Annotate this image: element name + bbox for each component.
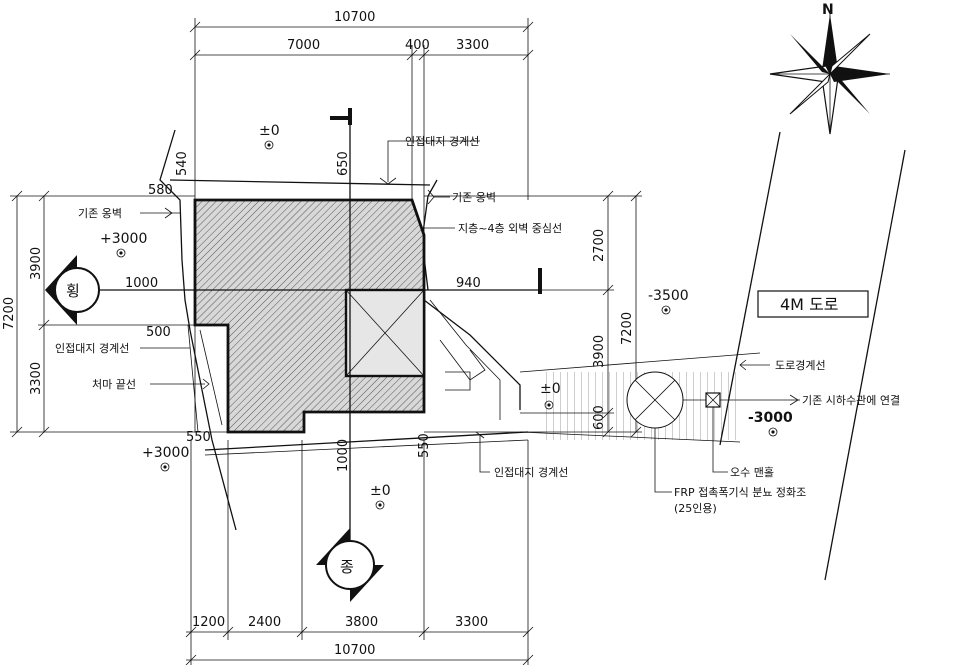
dim-left-upper: 3900: [29, 247, 44, 280]
label-existing-wall-left: 기존 옹벽: [78, 207, 122, 220]
dim-550-left: 550: [186, 430, 211, 445]
dim-top-a: 7000: [287, 38, 320, 53]
dim-left-total: 7200: [2, 297, 17, 330]
level-markers: [116, 140, 778, 510]
dim-top-total: 10700: [334, 10, 375, 25]
dim-500: 500: [146, 325, 171, 340]
dim-bottom-a: 1200: [192, 615, 225, 630]
dim-1000-left: 1000: [125, 276, 158, 291]
dim-right-upper: 2700: [592, 229, 607, 262]
eave-lines: [187, 324, 228, 433]
dim-top-c: 3300: [456, 38, 489, 53]
level-right: -3500: [648, 288, 689, 304]
sewage-manhole: [705, 392, 721, 408]
dim-650: 650: [336, 151, 351, 176]
dim-1000-bottom: 1000: [336, 439, 351, 472]
dim-top-b: 400: [405, 38, 430, 53]
section-label-horizontal: 횡: [66, 282, 80, 300]
core-void: [344, 288, 426, 378]
label-septic-tank-2: (25인용): [674, 502, 717, 515]
leader-lines: [140, 140, 800, 493]
section-lines: [100, 108, 542, 555]
label-outer-wall-center: 지층~4층 외벽 중심선: [458, 222, 562, 235]
label-adjacent-boundary-top: 인접대지 경계선: [405, 135, 479, 148]
septic-tank: [626, 371, 684, 429]
dim-550-bottom: 550: [417, 433, 432, 458]
north-arrow: [769, 14, 890, 135]
dim-left-lower: 3300: [29, 362, 44, 395]
top-dimension-lines: [189, 18, 534, 300]
dim-540: 540: [175, 151, 190, 176]
dim-bottom-total: 10700: [334, 643, 375, 658]
dim-bottom-c: 3800: [345, 615, 378, 630]
arrow-marks: [164, 177, 799, 439]
north-label: N: [822, 2, 834, 18]
bottom-dimension-lines: [185, 440, 534, 665]
dim-580: 580: [148, 183, 173, 198]
label-existing-wall-right: 기존 옹벽: [452, 191, 496, 204]
dim-bottom-b: 2400: [248, 615, 281, 630]
label-road-boundary: 도로경계선: [775, 359, 826, 372]
label-adjacent-boundary-bottom: 인접대지 경계선: [494, 466, 568, 479]
dim-940: 940: [456, 276, 481, 291]
level-road: -3000: [748, 410, 793, 426]
entry-stair-area: [439, 339, 740, 440]
level-top: ±0: [259, 123, 280, 139]
level-left-lower: +3000: [142, 445, 189, 461]
section-marker-vertical: [316, 528, 384, 602]
road-label-box: [757, 290, 869, 318]
label-sewage-manhole: 오수 맨홀: [730, 466, 774, 479]
section-marker-horizontal: [45, 255, 100, 325]
section-label-vertical: 종: [340, 558, 354, 576]
level-middle: ±0: [540, 381, 561, 397]
dim-bottom-d: 3300: [455, 615, 488, 630]
label-road: 4M 도로: [780, 295, 839, 314]
dim-right-total: 7200: [620, 312, 635, 345]
level-left-upper: +3000: [100, 231, 147, 247]
level-bottom: ±0: [370, 483, 391, 499]
label-adjacent-boundary-left: 인접대지 경계선: [55, 342, 129, 355]
dim-right-lower: 3900: [592, 335, 607, 368]
label-sewer-connect: 기존 시하수관에 연결: [802, 393, 900, 407]
left-dimension-lines: [10, 190, 200, 438]
label-septic-tank-1: FRP 접촉폭기식 분뇨 정화조: [674, 486, 806, 499]
label-eave-line: 처마 끝선: [92, 378, 136, 391]
